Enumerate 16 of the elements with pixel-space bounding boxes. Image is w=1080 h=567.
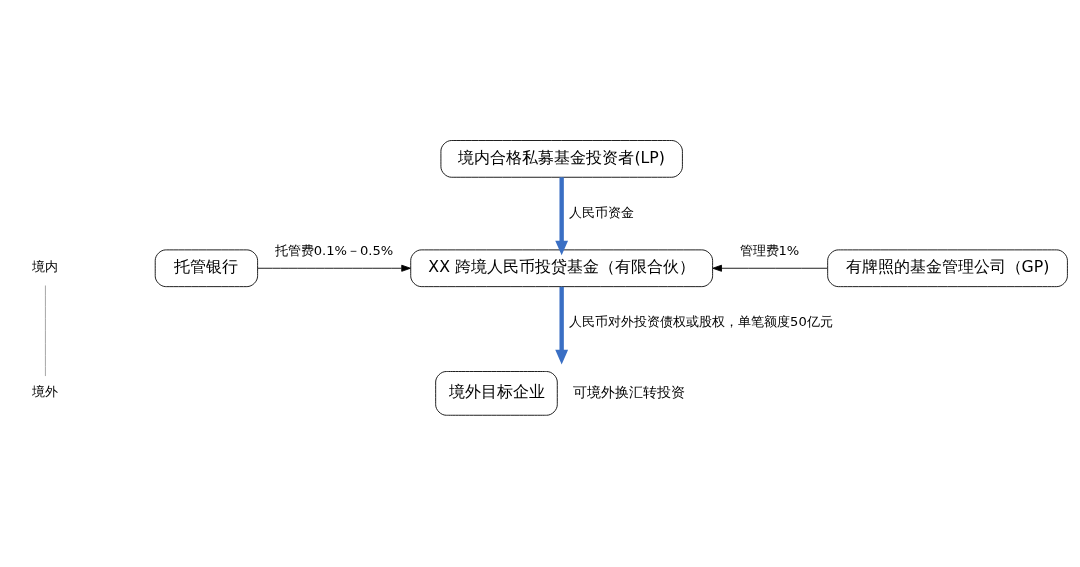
- arrow: [555, 176, 569, 255]
- arrow: [555, 286, 569, 364]
- node-label: 可境外换汇转投资: [573, 383, 686, 400]
- arrow: [712, 264, 828, 272]
- node-box: 境内合格私募基金投资者(LP): [440, 139, 683, 178]
- edge-label: 人民币对外投资债权或股权，单笔额度50亿元: [569, 313, 833, 329]
- node-box: 有牌照的基金管理公司（GP): [827, 248, 1068, 287]
- node-box: 托管银行: [154, 248, 259, 287]
- edge-label: 人民币资金: [568, 204, 634, 220]
- label: 境外: [32, 383, 59, 399]
- edge-label: 管理费1%: [739, 242, 800, 258]
- label: 境内: [32, 258, 59, 274]
- edge-label: 托管费0.1%－0.5%: [274, 242, 394, 258]
- arrow: [257, 264, 411, 272]
- node-box: 境外目标企业: [435, 370, 558, 416]
- node-box: XX 跨境人民币投贷基金（有限合伙）: [410, 248, 714, 287]
